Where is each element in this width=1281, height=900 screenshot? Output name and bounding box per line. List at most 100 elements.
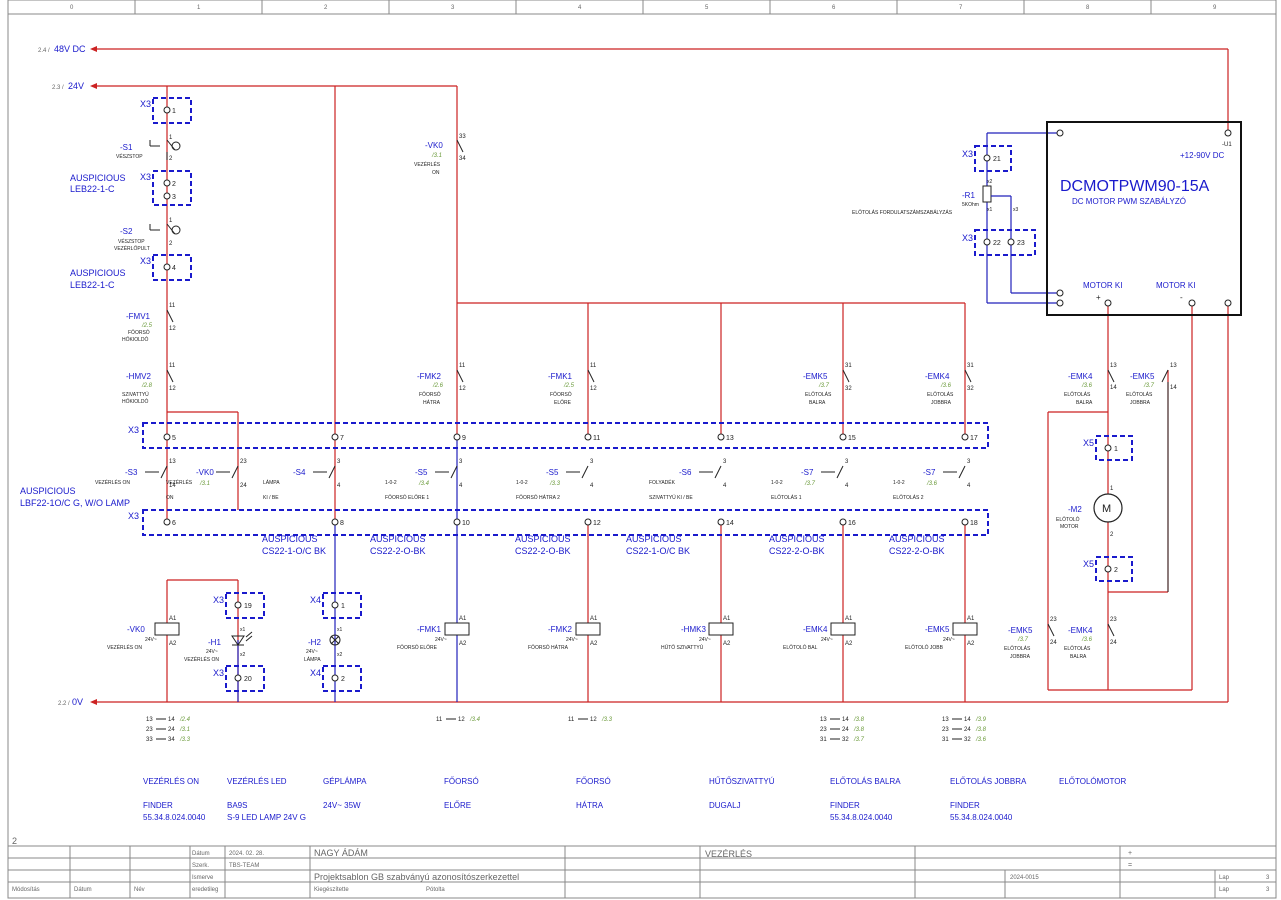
xref-ref: /3.1 xyxy=(179,727,190,733)
button-d2: KI / BE xyxy=(263,495,279,501)
button-n2: 4 xyxy=(723,483,727,489)
terminal-top xyxy=(453,433,461,441)
x3-20-label: X3 xyxy=(213,668,224,678)
ms-emk4-n1: 13 xyxy=(1110,363,1117,369)
coil-a2: A2 xyxy=(169,641,177,647)
pwm-plus: + xyxy=(1096,293,1101,302)
button-id: -S7 xyxy=(923,468,936,477)
fmv1-n1: 11 xyxy=(169,303,176,309)
terminal-bottom xyxy=(839,518,847,526)
footer-l1: VEZÉRLÉS ON xyxy=(143,777,199,786)
tb-eq: = xyxy=(1128,862,1132,869)
ms-emk5b-d1: ELŐTOLÁS xyxy=(1004,645,1031,652)
x3-label-3: X3 xyxy=(140,256,151,266)
ruler-col-7: 7 xyxy=(959,5,963,11)
coil-d1: 24V~ xyxy=(566,637,578,643)
rail-48vdc-arrow xyxy=(90,46,97,52)
s2-mushroom-icon xyxy=(171,225,181,235)
button-icon xyxy=(216,465,239,479)
vk0-top-n1: 33 xyxy=(459,134,466,140)
footer-l2: HÁTRA xyxy=(576,801,604,810)
footer-l2: FINDER xyxy=(950,801,980,810)
x3-22-label: X3 xyxy=(962,233,973,243)
footer-l2: FINDER xyxy=(143,801,173,810)
terminal-bottom xyxy=(961,518,969,526)
ms-emk5-n2: 14 xyxy=(1170,385,1177,391)
r1-x2: x2 xyxy=(987,179,993,185)
vk0-top-id: -VK0 xyxy=(425,141,443,150)
terminal-bottom-num: 18 xyxy=(970,520,978,527)
button-icon xyxy=(821,465,844,479)
cs-label-l1: AUSPICIOUS xyxy=(370,534,426,544)
cs-label-l2: CS22-1-O/C BK xyxy=(626,546,690,556)
button-d1: LÁMPA xyxy=(263,479,280,486)
term-20: 20 xyxy=(244,676,252,683)
terminal-bottom xyxy=(331,518,339,526)
term-22: 22 xyxy=(993,240,1001,247)
contact-n2: 32 xyxy=(967,386,974,392)
button-id: -S6 xyxy=(679,468,692,477)
s1-contact-icon xyxy=(149,139,176,160)
x3-box-22-23 xyxy=(974,229,1036,256)
footer-l1: HŰTŐSZIVATTYÚ xyxy=(709,777,775,786)
vk0-top-contact-icon xyxy=(456,139,464,153)
xref-ref: /3.3 xyxy=(601,717,613,723)
button-id: -S5 xyxy=(546,468,559,477)
ruler-col-2: 2 xyxy=(324,5,328,11)
xref-n1: 31 xyxy=(820,737,827,743)
h2-d2: LÁMPA xyxy=(304,656,321,663)
sheet-border xyxy=(7,0,1277,899)
button-n2: 24 xyxy=(240,483,247,489)
footer-l1: ELŐTOLÁS JOBBRA xyxy=(950,777,1027,786)
button-d1: FOLYADÉK xyxy=(649,479,676,486)
terminal-top-num: 5 xyxy=(172,435,176,442)
coil-icon xyxy=(952,622,978,636)
m2-d2: MOTOR xyxy=(1060,524,1079,530)
x3-box-2 xyxy=(152,170,192,206)
h1-d1: 24V~ xyxy=(206,649,218,655)
coil-a1: A1 xyxy=(459,616,467,622)
button-ref: /3.3 xyxy=(549,481,561,487)
button-id: -S3 xyxy=(125,468,138,477)
terminal-bottom xyxy=(453,518,461,526)
coil-a1: A1 xyxy=(590,616,598,622)
x3-label-1: X3 xyxy=(140,99,151,109)
contact-n1: 31 xyxy=(967,363,974,369)
vk0-top-ref: /3.1 xyxy=(431,153,442,159)
fmv1-n2: 12 xyxy=(169,326,176,332)
ms-emk5b-n1: 23 xyxy=(1050,617,1057,623)
blue-wiring xyxy=(237,132,1060,702)
x3-box-3 xyxy=(152,254,192,281)
hmv2-d1: SZIVATTYÚ xyxy=(122,391,149,398)
title-block: Dátum 2024. 02. 28. Szerk. TBS-TEAM Isme… xyxy=(8,845,1276,898)
coil-icon xyxy=(444,622,470,636)
rail-48vdc-label: 48V DC xyxy=(54,44,86,54)
xref-ref: /3.6 xyxy=(975,737,987,743)
contact-d1: FŐORSÓ xyxy=(550,391,572,398)
footer-l3: S-9 LED LAMP 24V G xyxy=(227,813,306,822)
terminal-top-num: 9 xyxy=(462,435,466,442)
xref-n1: 13 xyxy=(942,717,949,723)
h1-x2: x2 xyxy=(240,652,246,658)
hmv2-n1: 11 xyxy=(169,363,176,369)
h2-x1: x1 xyxy=(337,627,343,633)
m2-n2: 2 xyxy=(1110,532,1114,538)
ruler-col-3: 3 xyxy=(451,5,455,11)
button-icon xyxy=(145,465,168,479)
fmv1-contact-icon xyxy=(166,309,174,323)
r1-x3: x3 xyxy=(1013,207,1019,213)
r1-id: -R1 xyxy=(962,191,975,200)
ms-emk4-d1: ELŐTOLÁS xyxy=(1064,391,1091,398)
terminal-top xyxy=(717,433,725,441)
coil-d2: ELŐTOLÓ BAL xyxy=(783,644,818,651)
x4-box-1 xyxy=(322,592,362,619)
tb-plus: + xyxy=(1128,850,1132,857)
button-n2: 4 xyxy=(590,483,594,489)
x5-box-1 xyxy=(1095,435,1133,461)
button-id: -S5 xyxy=(415,468,428,477)
x3-box-20 xyxy=(225,665,265,692)
